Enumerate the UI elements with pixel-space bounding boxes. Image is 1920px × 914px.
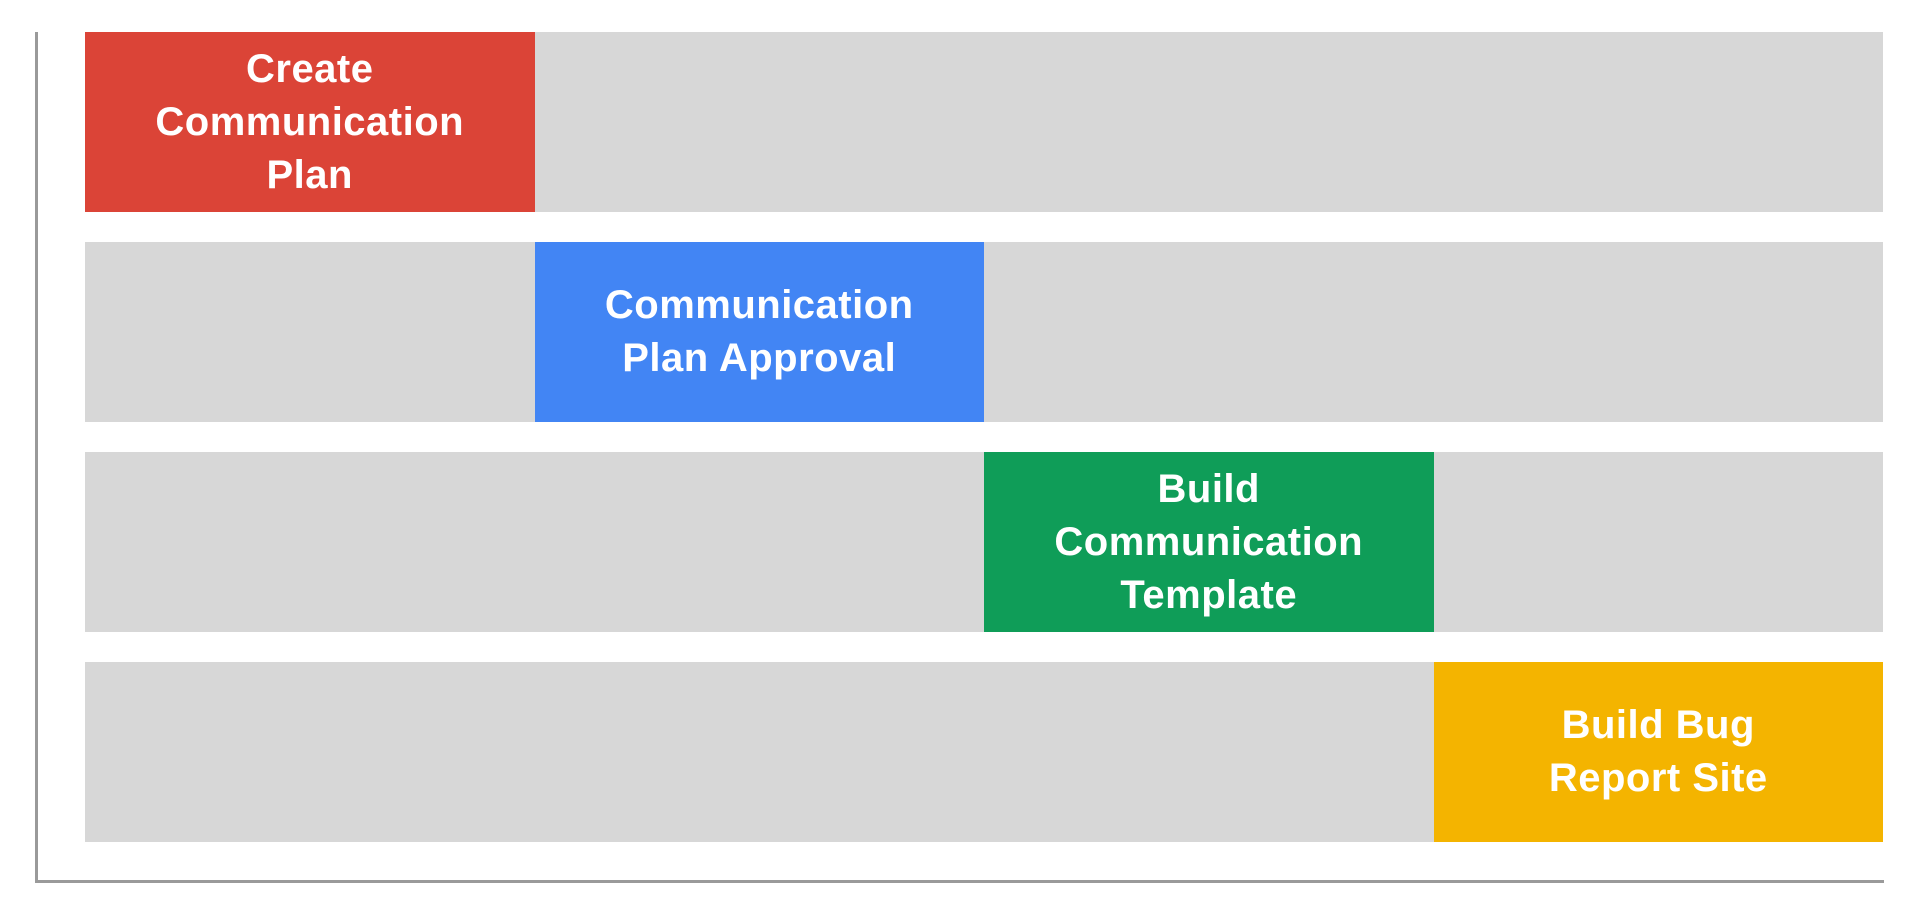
task-bar-create-communication-plan[interactable]: Create Communication Plan [85,32,535,212]
task-track-row-1: Create Communication Plan [85,32,1883,212]
plot-area: Create Communication Plan Communication … [85,32,1883,842]
task-bar-label: Communication Plan Approval [604,283,914,380]
task-bar-build-communication-template[interactable]: Build Communication Template [984,452,1434,632]
task-bar-label: Build Bug Report Site [1548,703,1768,800]
task-track-row-4: Build Bug Report Site [85,662,1883,842]
task-bar-label: Create Communication Plan [155,46,465,197]
task-bar-communication-plan-approval[interactable]: Communication Plan Approval [534,242,984,422]
task-track-row-3: Build Communication Template [85,452,1883,632]
task-track-row-2: Communication Plan Approval [85,242,1883,422]
x-axis-line [35,880,1884,883]
y-axis-line [35,32,38,883]
task-bar-label: Build Communication Template [1054,466,1364,617]
task-bar-build-bug-report-site[interactable]: Build Bug Report Site [1433,662,1883,842]
